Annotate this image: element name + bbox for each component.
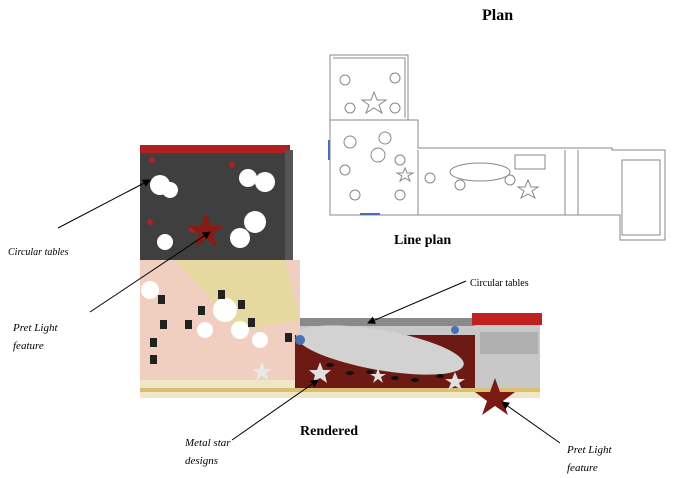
label-metal-star-line2: designs — [185, 455, 218, 467]
label-pret-light-left-line1: Pret Light — [13, 322, 58, 334]
label-pret-light-left-line2: feature — [13, 340, 44, 352]
label-pret-light-right-line1: Pret Light — [567, 444, 612, 456]
label-circular-tables-left: Circular tables — [8, 247, 69, 258]
label-metal-star-designs: Metal star designs — [185, 434, 231, 470]
label-circular-tables-right: Circular tables — [470, 278, 529, 289]
label-pret-light-left: Pret Light feature — [13, 319, 58, 355]
label-pret-light-right-line2: feature — [567, 462, 598, 474]
label-pret-light-right: Pret Light feature — [567, 441, 612, 477]
rendered-title: Rendered — [300, 424, 359, 439]
line-plan-title: Line plan — [394, 233, 452, 248]
label-metal-star-line1: Metal star — [185, 437, 231, 449]
plan-title: Plan — [482, 7, 514, 24]
